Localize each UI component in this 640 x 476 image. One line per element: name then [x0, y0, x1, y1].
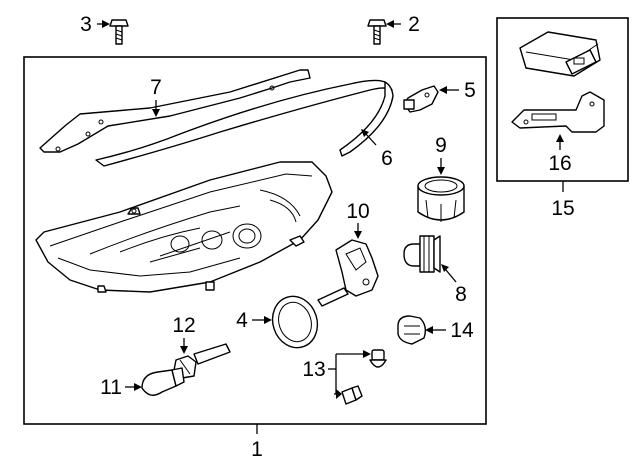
leader-14 [425, 326, 446, 334]
leader-2 [386, 20, 401, 28]
headlamp-bulb [403, 235, 441, 273]
leader-11 [125, 383, 142, 391]
callout-7: 7 [150, 76, 162, 99]
headlamp-housing [35, 161, 333, 293]
leader-7 [152, 100, 160, 117]
igniter-module [317, 239, 379, 307]
callout-1: 1 [251, 438, 263, 461]
callout-8: 8 [455, 283, 467, 306]
callout-16: 16 [548, 152, 571, 175]
leader-6 [361, 129, 377, 146]
callout-11: 11 [100, 376, 122, 399]
leader-4 [252, 316, 272, 324]
leader-12 [180, 338, 188, 354]
screw-3 [109, 19, 129, 45]
callout-15: 15 [551, 197, 574, 220]
leader-3 [97, 20, 110, 28]
callout-9: 9 [435, 134, 447, 157]
headlamp-assembly-frame [23, 56, 487, 425]
leader-8 [441, 264, 457, 283]
side-marker-socket [397, 315, 427, 345]
screw-2 [367, 19, 387, 45]
bulb-cap [417, 176, 465, 222]
retaining-ring [271, 295, 319, 349]
amber-bulb [141, 367, 185, 396]
seal-strip [95, 79, 394, 167]
small-bulb-upper [369, 349, 387, 368]
small-bulb-lower [341, 385, 363, 405]
leader-13 [328, 350, 371, 399]
control-module [519, 31, 601, 77]
module-bracket [511, 91, 605, 133]
callout-14: 14 [450, 319, 474, 342]
callout-2: 2 [408, 13, 420, 36]
side-bracket [403, 85, 439, 113]
callout-13: 13 [302, 358, 325, 381]
callout-3: 3 [80, 13, 92, 36]
callout-10: 10 [346, 200, 369, 223]
leader-9 [437, 158, 445, 175]
callout-12: 12 [172, 314, 195, 337]
callout-6: 6 [381, 147, 393, 170]
leader-10 [354, 223, 362, 239]
upper-trim-bracket [39, 69, 311, 153]
leader-5 [439, 86, 459, 94]
callout-4: 4 [236, 309, 248, 332]
callout-5: 5 [464, 79, 476, 102]
leader-16 [556, 134, 564, 150]
